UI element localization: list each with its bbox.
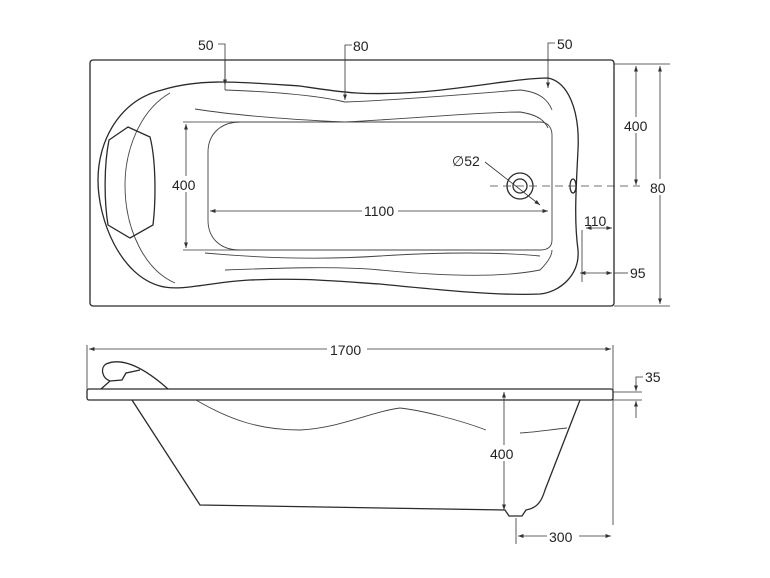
dim-drain-diameter: ∅52 xyxy=(452,153,480,169)
headrest-icon xyxy=(104,126,156,239)
bottom-inner-lip xyxy=(224,249,553,276)
dim-depth: 400 xyxy=(490,446,514,462)
dim-rim-middle: 80 xyxy=(353,38,369,54)
headrest-lip xyxy=(124,92,176,284)
dim-overflow-offset: 110 xyxy=(584,213,607,229)
dim-rim-right: 50 xyxy=(557,36,573,52)
body-contour-3 xyxy=(519,427,568,434)
dim-rim-end: 95 xyxy=(630,265,646,281)
dim-drain-offset: 400 xyxy=(624,118,648,134)
dim-rim-thickness: 35 xyxy=(645,369,661,385)
top-view: 400 1100 ∅52 50 80 50 400 80 110 95 xyxy=(89,36,670,307)
dim-inner-width: 400 xyxy=(172,177,196,193)
dim-overall-length: 1700 xyxy=(330,342,361,358)
basin-outline xyxy=(97,77,579,296)
basin-floor xyxy=(207,121,553,251)
side-rim xyxy=(86,388,614,401)
bottom-inner-lip-2 xyxy=(204,252,541,259)
outer-rim xyxy=(89,59,615,307)
dim-inner-length: 1100 xyxy=(364,203,394,219)
side-view: 1700 400 35 300 xyxy=(86,341,661,545)
top-inner-lip xyxy=(224,89,553,111)
headrest-side-icon xyxy=(100,361,169,390)
dim-rim-left: 50 xyxy=(198,37,214,53)
drain-inner-icon xyxy=(512,178,528,194)
dim-overall-width: 80 xyxy=(650,180,666,196)
body-contour-2 xyxy=(399,407,487,431)
tub-body xyxy=(131,399,581,517)
body-contour xyxy=(195,399,401,431)
top-inner-lip-2 xyxy=(194,108,549,129)
dim-drain-offset-end: 300 xyxy=(549,529,573,545)
